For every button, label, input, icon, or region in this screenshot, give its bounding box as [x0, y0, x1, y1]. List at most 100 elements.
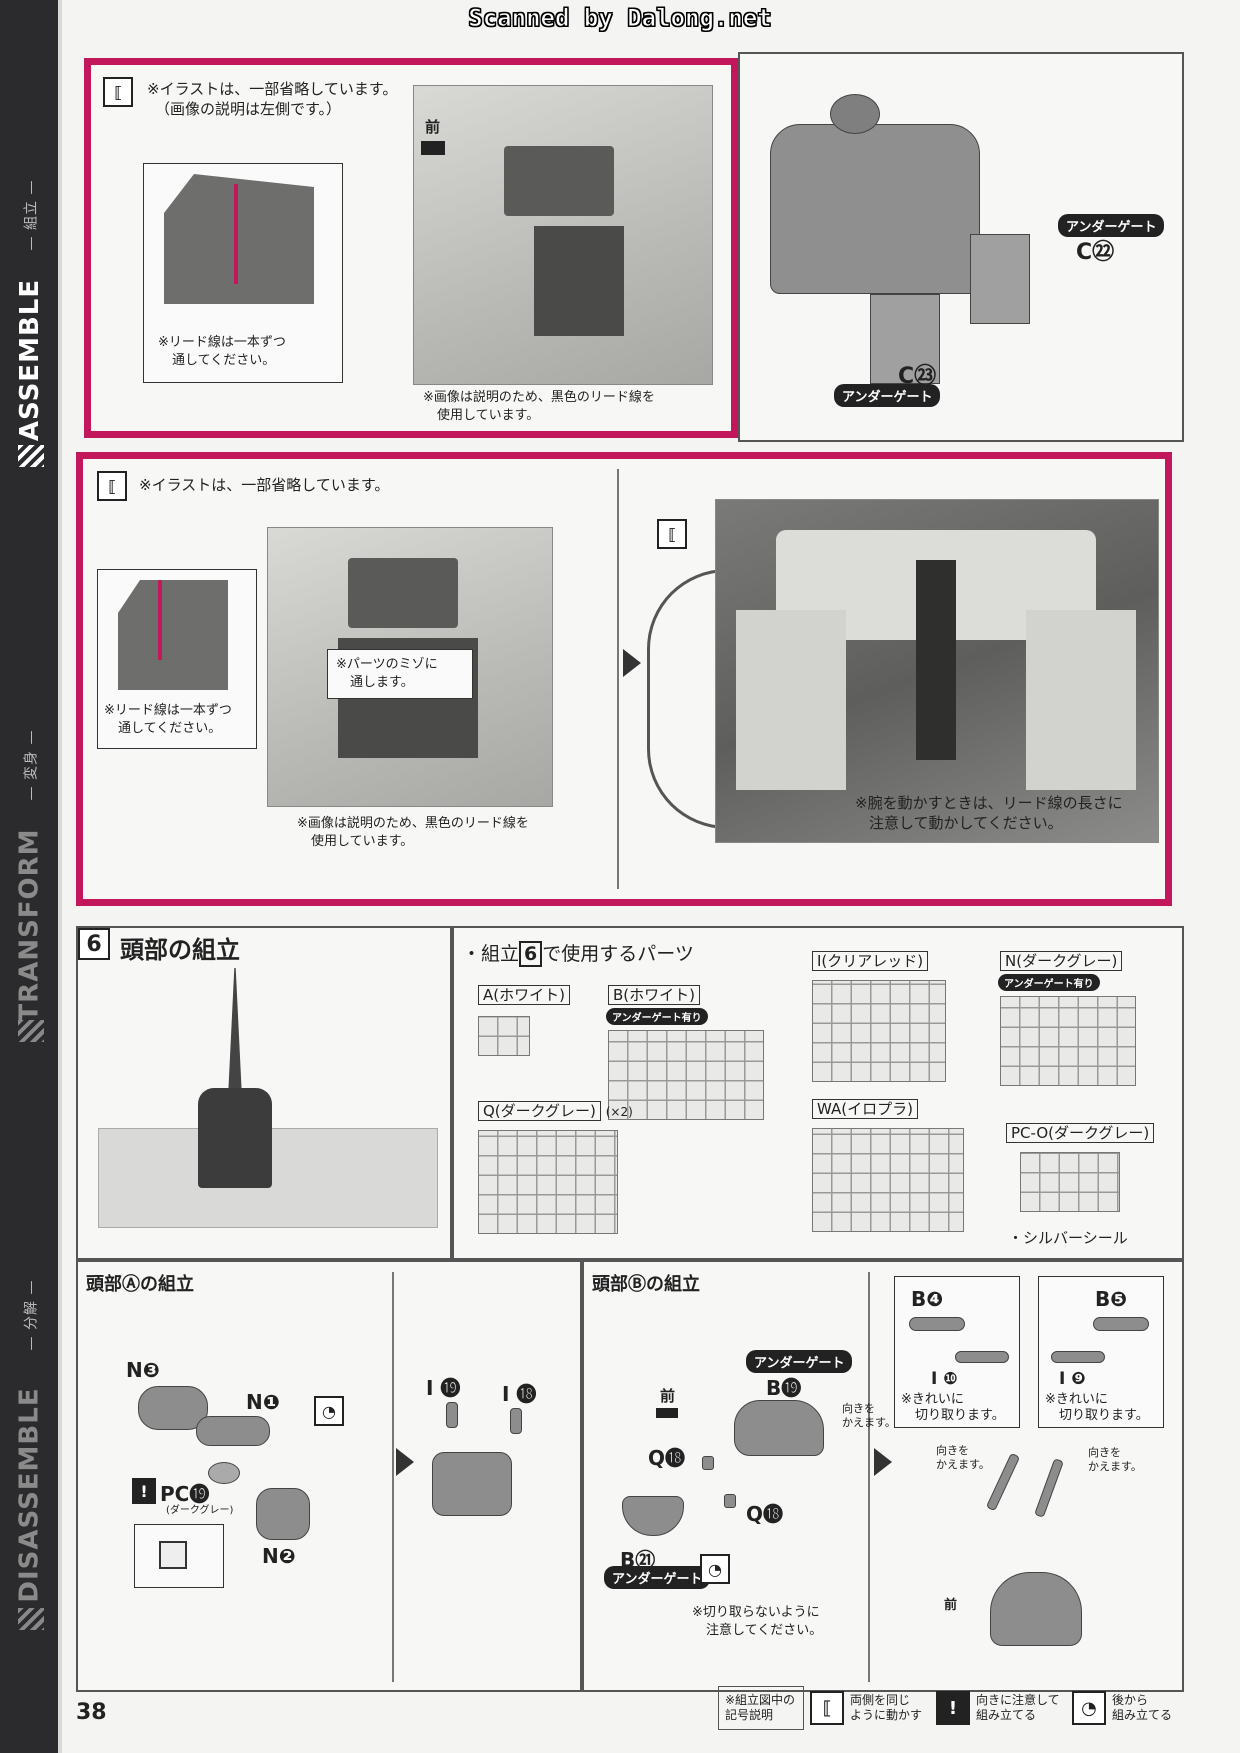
runner-i: [812, 980, 946, 1082]
head-b-assembled-illustration: [990, 1572, 1082, 1646]
step1-gate-badge-c23: アンダーゲート: [834, 384, 941, 407]
step6-title: 頭部の組立: [120, 936, 240, 964]
sidebar-assemble-jp: — 組立 —: [23, 179, 39, 251]
head-b-cut-note-2: 注意してください。: [706, 1623, 823, 1638]
caution-direction-icon: !: [936, 1691, 970, 1725]
step1-note-top-2: （画像の説明は左側です。）: [155, 100, 342, 118]
mirror-both-sides-icon: ⟦: [97, 471, 127, 501]
head-b-title: 頭部Ⓑの組立: [592, 1274, 700, 1295]
head-a-divider: [392, 1272, 394, 1682]
runner-a: [478, 1016, 530, 1056]
runner-n: [1000, 996, 1136, 1086]
step2-groove-note-1: ※パーツのミゾに: [336, 657, 438, 672]
step2-panel: ⟦ ※イラストは、一部省略しています。 ※リード線は一本ずつ 通してください。 …: [76, 452, 1172, 906]
forward-arrow-icon: [656, 1408, 678, 1418]
q18a-part-illustration: [702, 1456, 714, 1470]
head-a-flow-arrow: [396, 1448, 414, 1476]
part-i19-label: I ⓳: [426, 1376, 461, 1400]
head-b-turn-b-note-2: かえます。: [936, 1458, 990, 1471]
head-a-assembled-illustration: [432, 1452, 512, 1516]
b5-inset: B❺ I ❾ ※きれいに 切り取ります。: [1038, 1276, 1164, 1428]
runner-wa-title: WA(イロプラ): [812, 1098, 918, 1119]
runner-wa: [812, 1128, 964, 1232]
sidebar-assemble-mark: [18, 445, 44, 467]
step1-photo: [413, 85, 713, 385]
runner-q-title: Q(ダークグレー) (×2): [478, 1100, 633, 1121]
head-b-cut-note-1: ※切り取らないように: [692, 1605, 820, 1620]
head-antenna-photo: [228, 968, 242, 1098]
torso-part-illustration: [770, 124, 980, 294]
part-b19-label: B⓳: [766, 1376, 802, 1400]
head-b-turn-note-2: かえます。: [842, 1416, 896, 1429]
mirror-both-sides-icon: ⟦: [657, 519, 687, 549]
b19-part-illustration: [734, 1400, 824, 1456]
n3-part-illustration: [138, 1386, 208, 1430]
step1-black-lead-note-2: 使用しています。: [437, 408, 540, 423]
b4-part-illustration: [909, 1317, 965, 1331]
head-a-panel: 頭部Ⓐの組立 N❸ N❶ ◔ N❷ ! PC⓳ (ダークグレー) I ⓳ I ⓲: [76, 1260, 582, 1692]
part-n2-label: N❷: [262, 1544, 296, 1568]
step1-lead-note-1: ※リード線は一本ずつ: [158, 335, 286, 350]
runner-b: [608, 1030, 764, 1120]
step1-forward-label: 前: [425, 118, 441, 136]
sidebar: — 組立 — ASSEMBLE — 変身 — TRANSFORM — 分解 — …: [0, 0, 62, 1753]
head-b-forward-label: 前: [660, 1387, 676, 1405]
part-n3-label: N❸: [126, 1358, 160, 1382]
forward-arrow-icon: [421, 141, 445, 155]
runner-i-title: I(クリアレッド): [812, 950, 929, 971]
build-later-icon: ◔: [314, 1396, 344, 1426]
n2-part-illustration: [256, 1488, 310, 1540]
part-i18-label: I ⓲: [502, 1382, 537, 1406]
sidebar-disassemble: DISASSEMBLE: [15, 1387, 46, 1603]
part-i10-label: I ❿: [931, 1369, 958, 1389]
sidebar-stripe: [58, 0, 62, 1753]
step1-right-panel: アンダーゲート C㉒ C㉓ アンダーゲート: [738, 52, 1184, 442]
part-b5-label: B❺: [1095, 1287, 1128, 1311]
part-q18a-label: Q⓲: [648, 1446, 686, 1470]
b4-cut-clean-note-2: 切り取ります。: [915, 1408, 1005, 1423]
runner-q: [478, 1130, 618, 1234]
c22-part-illustration: [970, 234, 1030, 324]
step2-black-lead-note-1: ※画像は説明のため、黒色のリード線を: [297, 816, 529, 831]
right-fin-part-illustration: [1034, 1458, 1064, 1518]
pc19-inset: [134, 1524, 224, 1588]
build-later-icon: ◔: [1072, 1691, 1106, 1725]
runner-n-title: N(ダークグレー): [1000, 950, 1123, 971]
runner-pc: [1020, 1152, 1120, 1212]
legend-caution: ! 向きに注意して組み立てる: [936, 1686, 1064, 1730]
step6-head-panel: 6 頭部の組立: [76, 926, 452, 1260]
left-fin-part-illustration: [985, 1452, 1021, 1512]
caution-direction-icon: !: [132, 1478, 156, 1504]
step1-note-top-1: ※イラストは、一部省略しています。: [147, 80, 398, 98]
head-b-turn-c-note-1: 向きを: [1088, 1446, 1121, 1459]
head-b-divider: [868, 1272, 870, 1682]
legend-mirror: ⟦ 両側を同じように動かす: [810, 1686, 926, 1730]
part-n1-label: N❶: [246, 1390, 280, 1414]
step2-flow-arrow: [623, 649, 641, 677]
sidebar-disassemble-jp: — 分解 —: [23, 1279, 39, 1351]
sidebar-transform-jp: — 変身 —: [23, 729, 39, 801]
step2-black-lead-note-2: 使用しています。: [311, 834, 414, 849]
part-i9-label: I ❾: [1059, 1369, 1086, 1389]
step1-gate-badge-c22: アンダーゲート: [1058, 214, 1165, 237]
step2-photo: [267, 527, 553, 807]
neck-joint-illustration: [830, 94, 880, 134]
runner-n-gate-badge: アンダーゲート有り: [998, 974, 1100, 991]
build-later-icon: ◔: [700, 1554, 730, 1584]
mirror-both-sides-icon: ⟦: [810, 1691, 844, 1725]
head-b-turn-b-note-1: 向きを: [936, 1444, 969, 1457]
silver-seal-label: ・シルバーシール: [1008, 1229, 1128, 1247]
step2-lead-note-2: 通してください。: [118, 721, 222, 736]
head-b-turn-note-1: 向きを: [842, 1402, 875, 1415]
runner-a-title: A(ホワイト): [478, 984, 570, 1005]
n1-part-illustration: [196, 1416, 270, 1446]
b5-cut-clean-note-1: ※きれいに: [1045, 1392, 1108, 1407]
q18b-part-illustration: [724, 1494, 736, 1508]
i10-part-illustration: [955, 1351, 1009, 1363]
step2-arm-note-1: ※腕を動かすときは、リード線の長さに: [855, 794, 1123, 812]
step2-arm-photo: [715, 499, 1159, 843]
c23-part-illustration: [870, 294, 940, 384]
pc19-part-illustration: [208, 1462, 240, 1484]
b4-inset: B❹ I ❿ ※きれいに 切り取ります。: [894, 1276, 1020, 1428]
